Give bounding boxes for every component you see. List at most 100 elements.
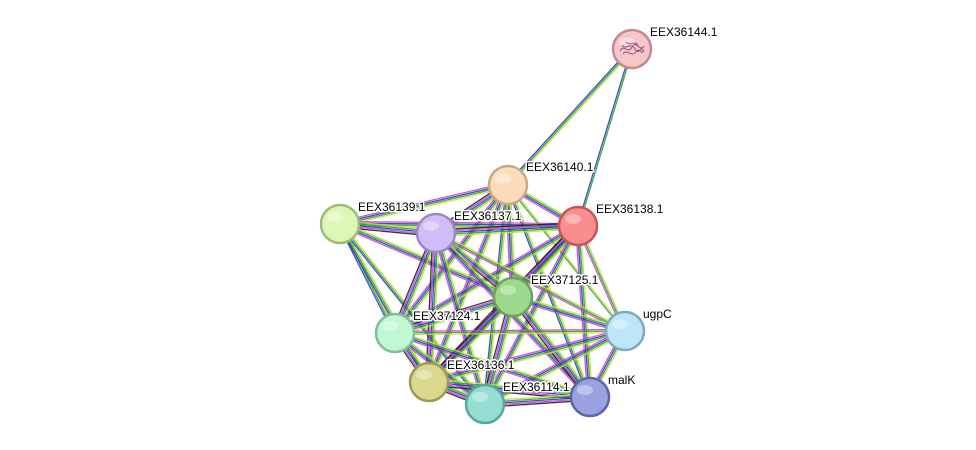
node-label-eex36114-1: EEX36114.1 [503,380,570,394]
node-highlight [619,37,635,47]
node-circle[interactable] [569,376,611,418]
structure-strand [619,44,645,52]
edge-eex36144-1-eex36138-1[interactable] [576,48,634,227]
node-highlight [565,214,581,224]
node-eex37124-1[interactable] [374,312,416,354]
edge-strand [574,226,589,398]
node-eex36144-1[interactable] [611,28,653,70]
labels-layer: EEX36144.1EEX36144.1EEX36140.1EEX36140.1… [357,24,720,396]
edge-eex37125-1-eex37124-1[interactable] [393,293,515,337]
node-eex37125-1[interactable] [492,276,534,318]
node-circle[interactable] [408,361,450,403]
edge-eex36140-1-eex37124-1[interactable] [392,183,511,335]
nodes-layer [319,28,653,425]
node-ugpc[interactable] [604,310,646,352]
edge-strand [508,184,627,331]
node-label-halo: EEX37124.1 [413,309,481,323]
edge-strand [429,379,591,397]
edge-strand [337,224,395,335]
edge-strand [340,220,579,225]
edge-eex36138-1-eex36137-1[interactable] [435,222,579,237]
edge-strand [339,223,396,334]
node-eex36114-1[interactable] [464,383,506,425]
node-label-halo: EEX36144.1 [650,25,718,39]
edge-strand [486,226,581,406]
structure-strand [625,41,639,46]
edge-eex37124-1-malk[interactable] [394,330,591,400]
node-label-halo: ugpC [643,307,672,321]
node-label-eex36144-1: EEX36144.1 [650,25,718,39]
edge-strand [396,186,511,335]
node-highlight [327,212,343,222]
edge-strand [394,330,626,334]
edge-strand [434,233,485,405]
node-label-eex37125-1: EEX37125.1 [531,273,599,287]
edge-strand [428,328,625,381]
node-eex36140-1[interactable] [487,164,529,206]
node-circle[interactable] [487,164,529,206]
edge-strand [393,293,513,331]
edge-strand [436,231,627,331]
edge-strand [434,233,625,333]
node-label-halo: EEX36114.1 [503,380,570,394]
edge-strand [505,185,590,398]
edge-strand [436,226,579,236]
edge-strand [429,331,626,384]
node-label-malk: malK [608,373,635,387]
node-circle[interactable] [374,312,416,354]
edge-strand [394,296,514,334]
node-eex36136-1[interactable] [408,361,450,403]
node-circle[interactable] [319,203,361,245]
protein-structure-icon [619,41,645,55]
structure-strand [622,49,645,55]
edge-ugpc-eex37124-1[interactable] [394,328,626,336]
edge-eex36137-1-ugpc[interactable] [434,231,627,333]
node-eex36138-1[interactable] [557,205,599,247]
node-circle[interactable] [604,310,646,352]
edge-strand [395,330,591,396]
edge-eex36140-1-ugpc[interactable] [506,184,627,332]
edge-strand [436,228,579,237]
edge-strand [339,183,508,224]
edge-strand [340,186,509,227]
edge-strand [394,333,590,399]
node-circle[interactable] [464,383,506,425]
node-eex36137-1[interactable] [415,212,457,254]
edge-eex36144-1-eex36140-1[interactable] [506,47,634,187]
node-eex36139-1[interactable] [319,203,361,245]
edge-strand [433,233,484,405]
edge-ugpc-eex36136-1[interactable] [428,328,626,385]
edge-strand [395,299,515,337]
edge-strand [340,185,509,226]
edge-strand [395,331,591,397]
node-circle[interactable] [492,276,534,318]
edge-strand [429,233,439,383]
node-highlight [612,319,628,329]
edge-strand [485,332,627,407]
node-malk[interactable] [569,376,611,418]
node-highlight [472,392,488,402]
node-highlight [577,385,593,395]
edge-strand [395,227,580,336]
edge-strand [339,182,508,223]
edge-strand [576,48,632,226]
node-circle[interactable] [611,28,653,70]
edge-strand [340,222,431,382]
node-circle[interactable] [557,205,599,247]
edge-eex36137-1-eex36114-1[interactable] [433,232,488,405]
edge-strand [394,328,625,333]
edge-strand [392,183,507,332]
edge-strand [506,185,625,332]
edge-strand [436,232,487,404]
edge-eex36140-1-eex36139-1[interactable] [339,182,509,227]
edge-strand [435,223,578,233]
node-label-halo: EEX36136.1 [447,358,515,372]
edge-strand [435,222,578,231]
node-circle[interactable] [415,212,457,254]
edge-strand [508,49,634,187]
node-highlight [416,370,432,380]
edge-strand [395,297,514,336]
node-label-eex37124-1: EEX37124.1 [413,309,481,323]
edge-strand [429,332,626,385]
